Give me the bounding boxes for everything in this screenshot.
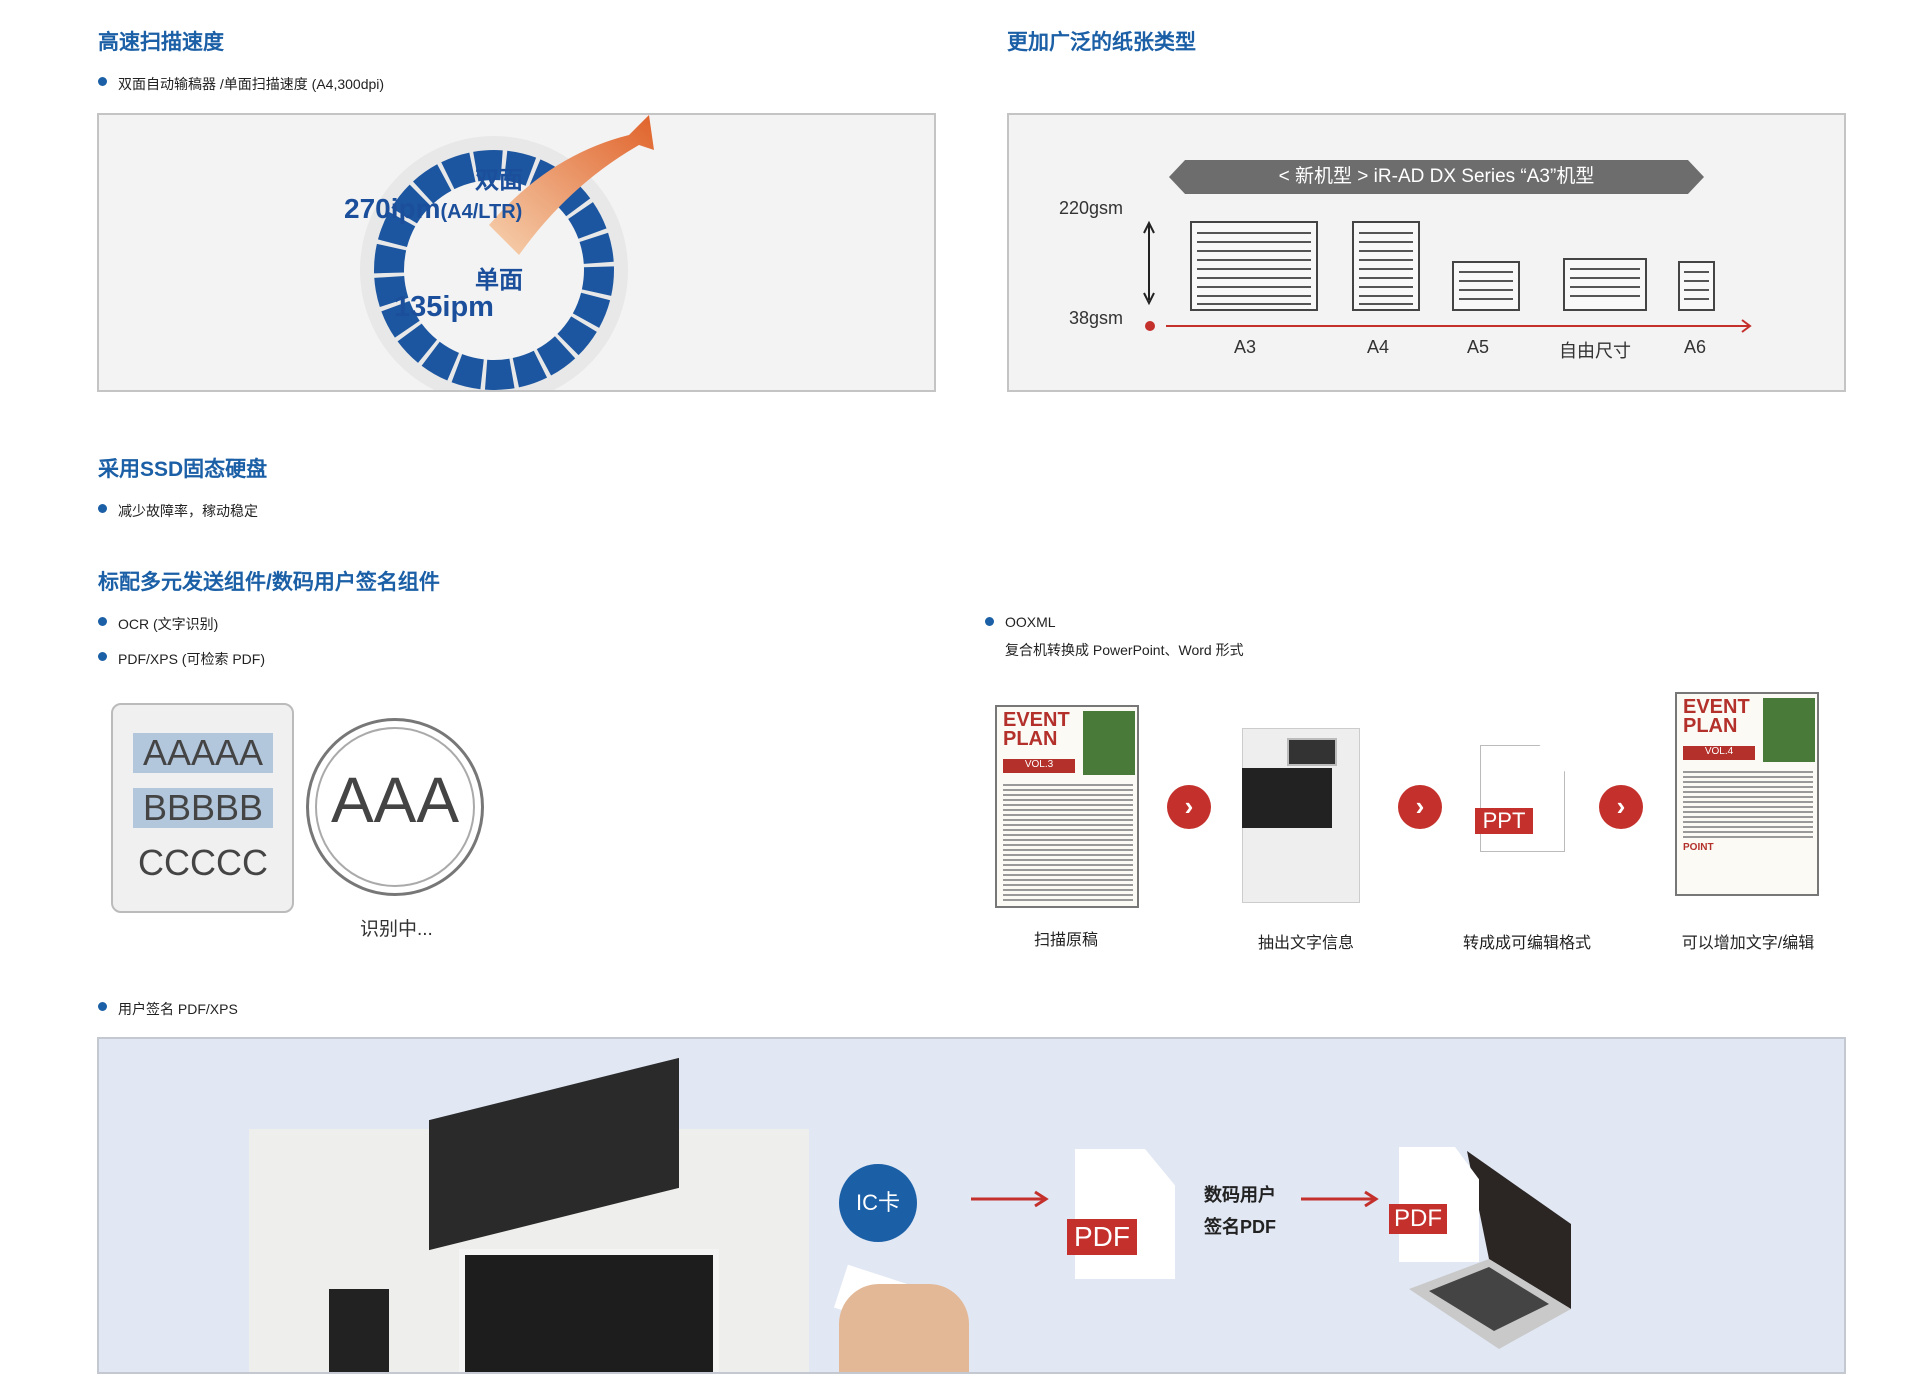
doc-title-1: EVENT <box>1003 709 1070 731</box>
scan-speed-title: 高速扫描速度 <box>98 31 224 54</box>
ppt-label: PPT <box>1475 808 1533 834</box>
ocr-bubble-text: AAA <box>330 764 460 836</box>
ic-card-bubble: IC卡 <box>839 1164 917 1242</box>
doc-point: POINT <box>1683 842 1714 853</box>
hand <box>839 1284 969 1372</box>
simplex-label: 单面 <box>475 267 523 294</box>
doc-vol: VOL.4 <box>1683 746 1755 760</box>
send-title: 标配多元发送组件/数码用户签名组件 <box>98 571 440 594</box>
ssd-bullet: 减少故障率，稼动稳定 <box>98 501 258 521</box>
ssd-title: 采用SSD固态硬盘 <box>98 458 268 481</box>
paper-types-title: 更加广泛的纸张类型 <box>1007 31 1196 54</box>
step-extract: 抽出文字信息 <box>1257 935 1355 952</box>
duplex-unit: (A4/LTR) <box>440 201 523 223</box>
paper-size-diagram <box>1143 220 1752 333</box>
duplex-label: 双面 <box>475 167 523 194</box>
paper-types-panel: < 新机型 > iR-AD DX Series “A3”机型 220gsm 38… <box>1007 113 1846 392</box>
ocr-line-a: AAAAA <box>133 733 273 773</box>
doc-title-1: EVENT <box>1683 696 1750 718</box>
signature-caption: 数码用户签名PDF <box>1204 1179 1276 1243</box>
next-arrow-icon: › <box>1398 785 1442 829</box>
laptop-icon <box>1409 1151 1571 1349</box>
ocr-bullet: OCR (文字识别) <box>98 614 218 634</box>
doc-title-2: PLAN <box>1003 728 1058 750</box>
doc-text <box>1003 781 1133 901</box>
step-convert: 转成成可编辑格式 <box>1462 935 1592 952</box>
weight-min: 38gsm <box>1069 308 1124 328</box>
size-a4: A4 <box>1367 337 1390 357</box>
size-a3: A3 <box>1234 337 1257 357</box>
step-edit: 可以增加文字/编辑 <box>1681 935 1815 952</box>
photo <box>1763 698 1815 762</box>
series-banner: < 新机型 > iR-AD DX Series “A3”机型 <box>1169 160 1704 194</box>
mfp-image <box>249 1057 809 1372</box>
caption-line-1: 数码用户 <box>1204 1185 1276 1205</box>
pdf-label: PDF <box>1389 1204 1447 1234</box>
duplex-speed-value: 270ipm <box>344 193 441 224</box>
ppt-file-icon <box>1480 745 1565 852</box>
next-arrow-icon: › <box>1599 785 1643 829</box>
duplex-speed: 270ipm(A4/LTR) <box>344 193 522 225</box>
printer-image <box>1237 708 1367 908</box>
scan-speed-panel: 双面 270ipm(A4/LTR) 单面 135ipm <box>97 113 936 392</box>
speed-gauge-icon <box>360 115 654 390</box>
pdf-xps-bullet: PDF/XPS (可检索 PDF) <box>98 649 265 669</box>
size-custom: 自由尺寸 <box>1559 341 1631 361</box>
doc-title-2: PLAN <box>1683 715 1738 737</box>
simplex-speed: 135ipm <box>394 291 494 323</box>
photo <box>1083 711 1135 775</box>
pdf-label: PDF <box>1067 1219 1137 1255</box>
caption-line-2: 签名PDF <box>1204 1217 1276 1237</box>
ocr-status: 识别中... <box>360 919 433 940</box>
scan-speed-bullet: 双面自动输稿器 /单面扫描速度 (A4,300dpi) <box>98 74 384 94</box>
ooxml-bullet: OOXML <box>985 614 1056 630</box>
signature-bullet: 用户签名 PDF/XPS <box>98 999 238 1019</box>
arrow-right-icon <box>1301 1190 1379 1208</box>
pdf-file-icon <box>1075 1149 1175 1279</box>
ocr-line-c: CCCCC <box>138 842 268 883</box>
size-a6: A6 <box>1684 337 1707 357</box>
ocr-line-b: BBBBB <box>133 788 273 828</box>
ooxml-sub: 复合机转换成 PowerPoint、Word 形式 <box>1005 642 1244 658</box>
next-arrow-icon: › <box>1167 785 1211 829</box>
weight-max: 220gsm <box>1059 198 1124 218</box>
signature-panel: IC卡 PDF 数码用户签名PDF PDF <box>97 1037 1846 1374</box>
ocr-bubble: AAA <box>306 718 484 896</box>
doc-vol: VOL.3 <box>1003 759 1075 773</box>
arrow-right-icon <box>971 1190 1049 1208</box>
step-scan: 扫描原稿 <box>1033 932 1099 949</box>
size-a5: A5 <box>1467 337 1490 357</box>
doc-text <box>1683 768 1813 838</box>
ocr-source-doc: AAAAA BBBBB CCCCC <box>111 703 294 913</box>
